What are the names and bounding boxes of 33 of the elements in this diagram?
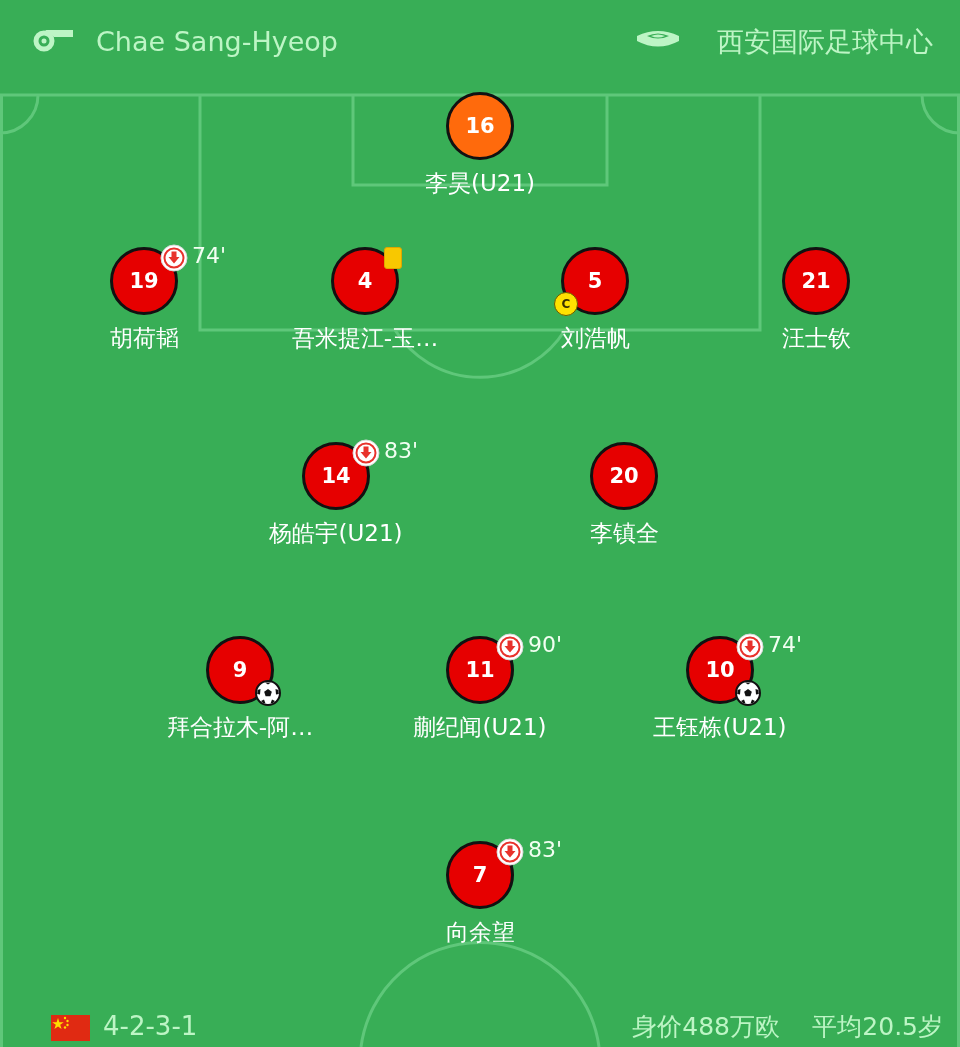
player-name: 蒯纪闻(U21): [413, 713, 547, 741]
jersey-number: 5: [587, 270, 603, 292]
player-name: 胡荷韬: [109, 324, 179, 352]
substitution-minute: 83': [384, 438, 419, 464]
jersey-number: 11: [465, 659, 495, 681]
jersey-number: 16: [465, 115, 495, 137]
player-name: 李镇全: [589, 519, 659, 547]
substitution-minute: 90': [528, 632, 563, 658]
stadium-name: 西安国际足球中心: [717, 26, 933, 58]
player-name: 王钰栋(U21): [653, 713, 787, 741]
player-name: 杨皓宇(U21): [269, 519, 403, 547]
jersey-number: 21: [801, 270, 831, 292]
jersey-number: 9: [232, 659, 248, 681]
jersey-number: 7: [472, 864, 488, 886]
substitution-minute: 83': [528, 837, 563, 863]
player-name: 向余望: [445, 918, 515, 946]
substitution-minute: 74': [192, 243, 227, 269]
jersey-number: 4: [357, 270, 373, 292]
jersey-number: 20: [609, 465, 639, 487]
player-name: 汪士钦: [781, 324, 851, 352]
player-name: 刘浩帆: [560, 324, 630, 352]
player-name: 拜合拉木-阿…: [166, 713, 314, 741]
formation-text: 4-2-3-1: [103, 1012, 198, 1042]
team-value-text: 身价488万欧: [632, 1012, 780, 1042]
jersey-number: 10: [705, 659, 735, 681]
jersey-number: 19: [129, 270, 159, 292]
player-name: 吾米提江-玉…: [291, 324, 439, 352]
substitution-minute: 74': [768, 632, 803, 658]
player-name: 李昊(U21): [424, 169, 536, 197]
jersey-number: 14: [321, 465, 351, 487]
captain-badge: C: [554, 292, 578, 316]
coach-name: Chae Sang-Hyeop: [96, 26, 338, 58]
average-age-text: 平均20.5岁: [812, 1012, 943, 1042]
